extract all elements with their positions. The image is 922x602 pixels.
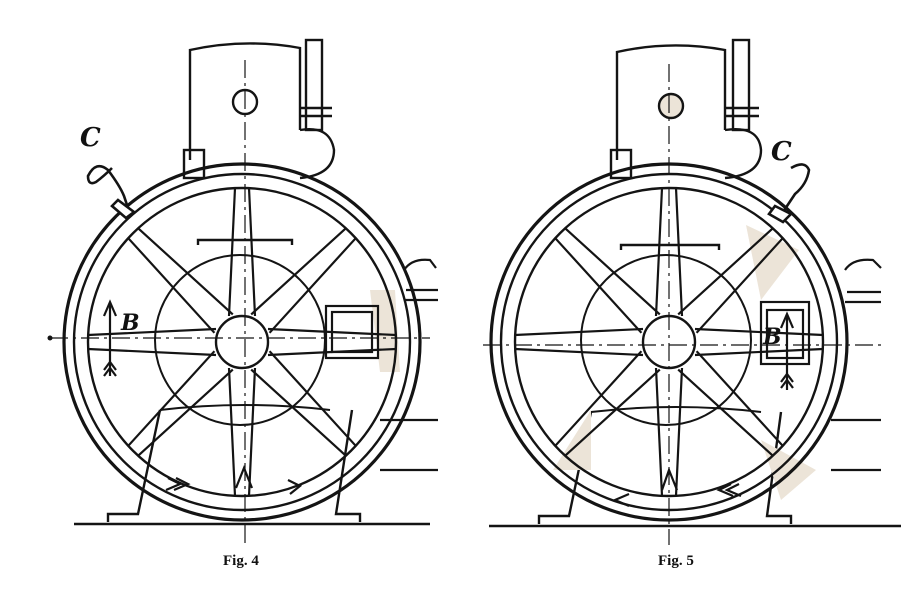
fig5-column-port [657,92,685,120]
fig4-arrow-b [102,299,118,377]
fig5-drawing: C B [483,38,901,545]
fig4-centerline-dot [47,335,53,341]
fig5-label-b: B [762,324,782,350]
fig4-spoke [227,187,257,317]
fig4-hub [214,314,270,370]
fig5-spoke [514,327,644,357]
fig5-drum [580,254,752,426]
fig4-inner-rim [86,186,398,498]
fig5-centerlines [483,64,881,545]
fig4-bottom-arrows [165,465,303,495]
fig5-arrow-b [779,311,795,390]
fig5-lever [767,163,811,224]
fig4-rim-inner-edge [72,172,412,512]
fig4-spoke [250,350,357,457]
fig5-spoke [694,327,824,357]
fig4-spoke [267,327,397,357]
fig5-spoke [554,350,661,457]
fig4-side-housing [324,258,438,472]
fig4-spokes [87,187,397,497]
fig4-outer-rim [62,162,422,522]
fig5-caption: Fig. 5 [658,553,694,569]
fig4-centerlines [50,60,430,545]
fig4-spoke [227,367,257,497]
fig5-label-c: C [771,137,792,167]
fig5-bottom-arrows [612,466,742,508]
fig4-wheel [62,162,422,522]
fig5-side-housing [746,225,882,472]
fig4-drawing: C B [47,38,438,545]
fig4-drum [154,254,326,426]
fig4-spoke [87,327,217,357]
fig4-label-b: B [120,310,140,336]
fig5-spokes [514,187,824,497]
fig4-label-c: C [80,123,101,153]
fig5-spoke [677,350,784,457]
fig4-base [74,404,430,526]
fig4-lever [86,164,137,220]
fig5-spoke [654,367,684,497]
fig5-spoke [554,227,661,334]
fig4-spoke [127,227,234,334]
fig4-caption: Fig. 4 [223,553,259,569]
fig4-column [182,38,336,245]
fig4-spoke [127,350,234,457]
fig5-spoke [677,227,784,334]
fig5-column [609,38,763,250]
fig5-spoke [654,187,684,317]
fig4-spoke [250,227,357,334]
